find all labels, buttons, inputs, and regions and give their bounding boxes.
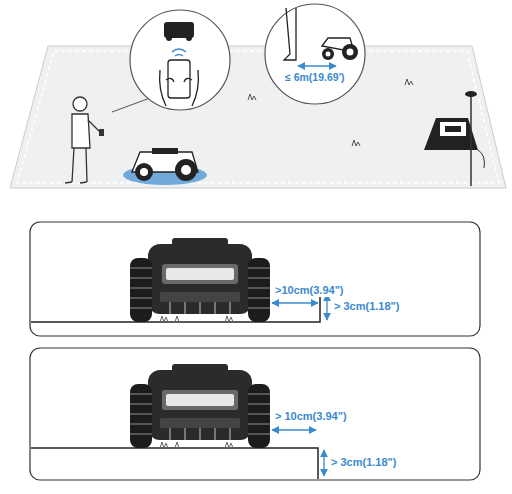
- dimension-label: > 3cm(1.18"): [330, 456, 397, 469]
- distance-callout: [284, 8, 358, 66]
- lawn-robot: [132, 148, 198, 181]
- docking-station: [424, 91, 484, 186]
- dimension-label: >10cm(3.94"): [274, 284, 345, 297]
- dimension-label: > 10cm(3.94"): [274, 410, 348, 423]
- phone-callout: [160, 22, 199, 106]
- dimension-label: > 3cm(1.18"): [333, 300, 400, 313]
- dimension-label: ≤ 6m(19.69'): [284, 71, 346, 84]
- person: [65, 97, 100, 183]
